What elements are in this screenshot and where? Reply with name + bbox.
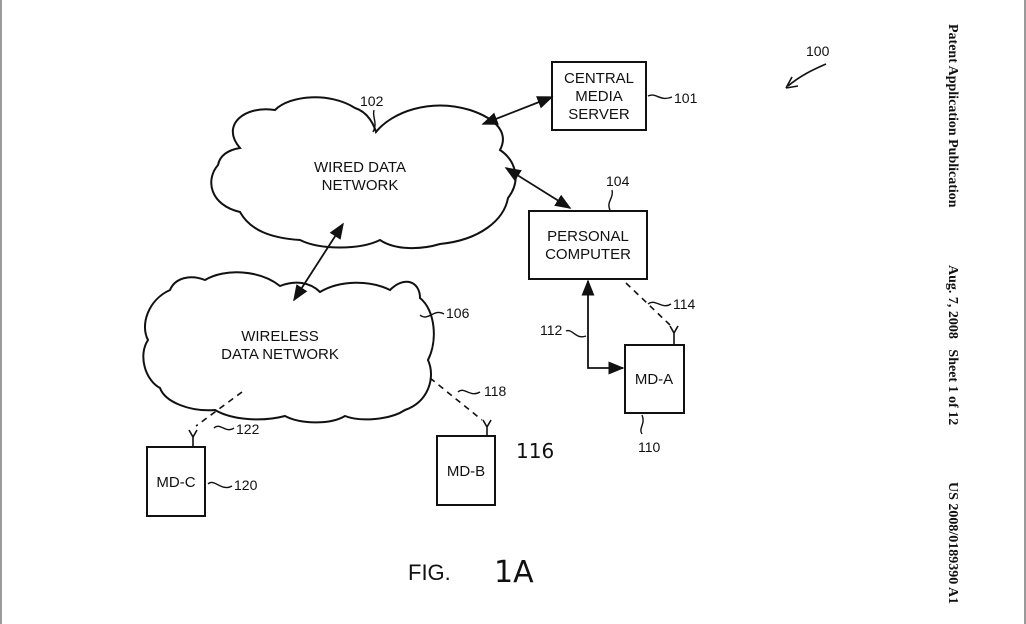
ref-110: 110 [638, 439, 661, 455]
md-b-wireless-link [429, 377, 483, 421]
figure-number: 1A [494, 555, 534, 590]
right-border [1024, 0, 1026, 624]
ref-118: 118 [484, 383, 507, 399]
leader-122 [213, 425, 235, 431]
wired-network-label-line-1: WIRED DATA [314, 159, 406, 176]
ref-114: 114 [673, 296, 696, 312]
md-a-label: MD-A [635, 371, 673, 388]
md-b-label: MD-B [447, 463, 485, 480]
leader-112 [565, 329, 587, 338]
ref-102: 102 [360, 93, 384, 109]
wireless-network-cloud [142, 271, 435, 424]
leader-118 [457, 389, 481, 395]
md-c-label: MD-C [156, 474, 195, 491]
publication-sheet: Sheet 1 of 12 [945, 349, 960, 425]
publication-date-sheet: Aug. 7, 2008 Sheet 1 of 12 [930, 265, 960, 425]
server-label-line-1: CENTRAL [564, 70, 634, 87]
server-label-line-2: MEDIA [575, 88, 623, 105]
publication-date: Aug. 7, 2008 [945, 264, 960, 339]
ref-122: 122 [236, 421, 260, 437]
wireless-network-label-line-1: WIRELESS [241, 328, 319, 345]
figure-prefix: FIG. [408, 560, 451, 585]
publication-title: Patent Application Publication [945, 24, 960, 208]
publication-number: US 2008/0189390 A1 [945, 481, 960, 604]
leader-114 [647, 301, 672, 307]
leader-101 [647, 94, 673, 100]
publication-header: Patent Application Publication Aug. 7, 2… [930, 24, 960, 604]
wireless-network-label-line-2: DATA NETWORK [221, 346, 339, 363]
leader-110 [640, 414, 644, 435]
md-b-box [436, 435, 496, 506]
leader-104 [608, 189, 614, 211]
ref-112: 112 [540, 322, 563, 338]
system-arrow [787, 63, 827, 87]
central-media-server-box [551, 61, 647, 131]
server-label-line-3: SERVER [568, 106, 630, 123]
ref-116: 116 [516, 439, 554, 463]
md-c-wireless-link [195, 391, 243, 427]
pc-label-line-1: PERSONAL [547, 228, 629, 245]
leader-120 [207, 481, 233, 489]
md-c-antenna [188, 429, 198, 447]
leader-102 [372, 109, 376, 133]
leader-106 [419, 311, 445, 318]
md-a-antenna [669, 325, 679, 345]
network-pc-link [504, 167, 572, 209]
ref-120: 120 [234, 477, 258, 493]
wired-network-label-line-2: NETWORK [322, 177, 399, 194]
ref-106: 106 [446, 305, 470, 321]
system-arrow-head [785, 76, 799, 89]
pc-md-a-wired-link [581, 279, 625, 375]
server-network-link [481, 96, 554, 125]
ref-101: 101 [674, 90, 698, 106]
md-c-box [146, 446, 206, 517]
left-border [0, 0, 2, 624]
md-b-antenna [482, 419, 492, 436]
ref-104: 104 [606, 173, 630, 189]
wired-wireless-link [293, 222, 344, 302]
md-a-box [624, 344, 685, 414]
ref-100: 100 [806, 43, 830, 59]
pc-label-line-2: COMPUTER [545, 246, 631, 263]
personal-computer-box [528, 210, 648, 280]
